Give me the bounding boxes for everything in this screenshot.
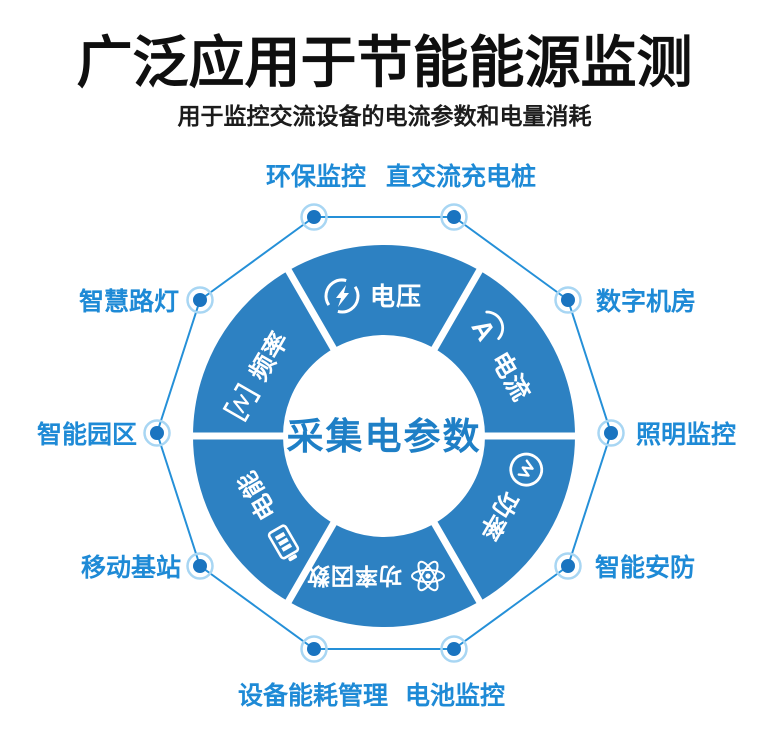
vertex-dot xyxy=(440,203,468,231)
segment-label: 功率因数 xyxy=(306,563,402,589)
vertex-dot xyxy=(186,552,214,580)
wheel-center-label: 采集电参数 xyxy=(287,416,482,457)
app-label-mobile-base-station: 移动基站 xyxy=(80,554,182,582)
segment-voltage: 电压 xyxy=(324,278,422,314)
parameter-wheel: 电压 A 电流 功率 xyxy=(187,245,581,627)
page-title: 广泛应用于节能能源监测 xyxy=(76,31,693,94)
segment-dividers xyxy=(187,263,581,609)
vertex-dot xyxy=(597,419,625,447)
frequency-icon xyxy=(222,382,261,423)
segment-power-factor: 功率因数 xyxy=(306,560,445,592)
app-label-smart-street-light: 智慧路灯 xyxy=(78,288,180,316)
page-subtitle: 用于监控交流设备的电流参数和电量消耗 xyxy=(177,103,592,129)
app-label-device-energy-management: 设备能耗管理 xyxy=(237,682,389,710)
power-factor-icon xyxy=(411,560,445,592)
vertex-dot xyxy=(300,203,328,231)
vertex-dot xyxy=(143,419,171,447)
app-label-battery-monitoring: 电池监控 xyxy=(404,682,506,710)
vertex-dot xyxy=(440,635,468,663)
voltage-icon xyxy=(324,278,360,314)
power-icon xyxy=(509,452,544,487)
app-label-dc-ac-charging-pile: 直交流充电桩 xyxy=(385,163,537,191)
app-label-smart-park: 智能园区 xyxy=(36,421,138,449)
vertex-dot xyxy=(554,286,582,314)
vertex-dots xyxy=(143,203,625,663)
app-label-smart-security: 智能安防 xyxy=(594,554,696,582)
app-label-environmental-monitoring: 环保监控 xyxy=(265,163,367,191)
vertex-dot xyxy=(554,552,582,580)
segment-label: 电压 xyxy=(370,283,422,311)
vertex-dot xyxy=(186,286,214,314)
vertex-dot xyxy=(300,635,328,663)
energy-icon xyxy=(267,524,300,562)
app-label-lighting-monitoring: 照明监控 xyxy=(635,421,737,449)
app-label-digital-machine-room: 数字机房 xyxy=(595,288,697,316)
